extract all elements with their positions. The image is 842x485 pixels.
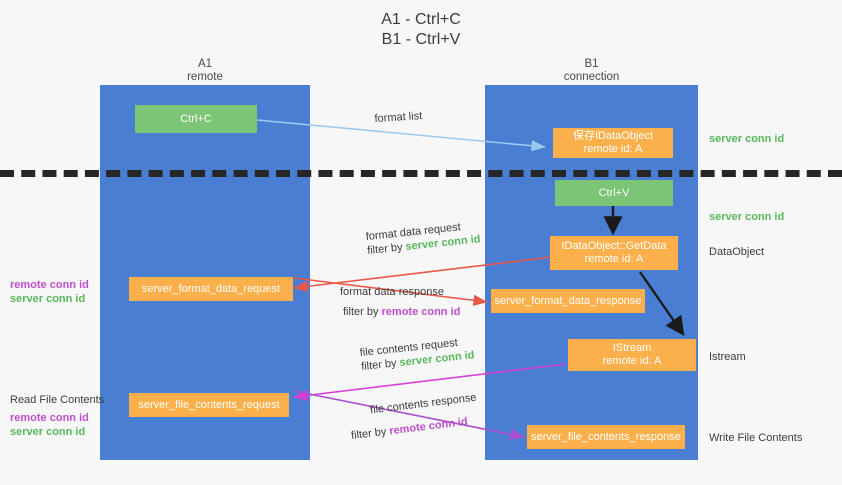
filter-by-text: filter by	[343, 306, 382, 318]
right-label-istream: Istream	[709, 351, 746, 363]
box-istream[interactable]: IStream remote id: A	[568, 339, 696, 371]
box-server-format-data-request[interactable]: server_format_data_request	[129, 277, 293, 301]
box-ctrl-c[interactable]: Ctrl+C	[135, 105, 257, 133]
box-idataobject-getdata-line2: remote id: A	[584, 253, 644, 265]
box-server-file-contents-response[interactable]: server_file_contents_response	[527, 425, 685, 449]
lane-header-a1-sub: remote	[187, 71, 223, 83]
box-ctrl-c-line1: Ctrl+C	[180, 112, 212, 125]
box-server-format-data-request-line1: server_format_data_request	[141, 282, 281, 295]
left-label-group-2: remote conn id server conn id	[10, 411, 89, 439]
phase-divider	[0, 170, 842, 177]
right-label-dataobject: DataObject	[709, 246, 765, 258]
left-label-remote-conn-id-2: remote conn id	[10, 412, 89, 424]
edge-label-format-data-response: format data response filter by remote co…	[340, 285, 460, 319]
lane-header-a1: A1 remote	[100, 58, 310, 84]
edge-label-format-data-response-line1: format data response	[340, 286, 444, 298]
lane-header-b1: B1 connection	[485, 58, 698, 84]
edge-label-file-contents-response-line1: file contents response	[369, 391, 478, 417]
edge-label-file-contents-response-line2: filter by remote conn id	[350, 413, 480, 443]
edge-label-file-contents-request: file contents request filter by server c…	[359, 334, 475, 374]
filter-key-remote-conn-id: remote conn id	[381, 306, 461, 318]
box-server-format-data-response-line1: server_format_data_response	[494, 294, 642, 307]
box-idataobject-getdata[interactable]: IDataObject::GetData remote id: A	[550, 236, 678, 270]
box-server-file-contents-request[interactable]: server_file_contents_request	[129, 393, 289, 417]
title-line-2: B1 - Ctrl+V	[381, 31, 461, 48]
box-idataobject[interactable]: 保存IDataObject remote id: A	[553, 128, 673, 158]
right-label-write-file-contents: Write File Contents	[709, 432, 803, 444]
lane-header-b1-name: B1	[584, 58, 599, 70]
edge-label-format-list: format list	[374, 110, 423, 126]
box-idataobject-getdata-line1: IDataObject::GetData	[561, 240, 667, 252]
box-ctrl-v-line1: Ctrl+V	[598, 186, 630, 199]
box-idataobject-line2: remote id: A	[583, 143, 643, 155]
box-istream-line2: remote id: A	[602, 355, 662, 367]
lane-header-b1-sub: connection	[563, 71, 620, 83]
box-istream-line1: IStream	[612, 342, 652, 354]
left-label-server-conn-id-2: server conn id	[10, 426, 86, 438]
filter-by-text: filter by	[350, 425, 391, 443]
box-idataobject-line1: 保存IDataObject	[572, 130, 654, 142]
left-label-read-file-contents: Read File Contents	[10, 394, 105, 406]
right-label-server-conn-id-2: server conn id	[709, 211, 785, 223]
box-server-file-contents-response-line1: server_file_contents_response	[531, 430, 681, 443]
filter-key-remote-conn-id: remote conn id	[388, 415, 469, 438]
left-label-remote-conn-id-1: remote conn id	[10, 279, 89, 291]
box-server-file-contents-request-line1: server_file_contents_request	[138, 398, 280, 411]
filter-by-text: filter by	[366, 241, 407, 258]
box-server-format-data-response[interactable]: server_format_data_response	[491, 289, 645, 313]
right-label-server-conn-id-1: server conn id	[709, 133, 785, 145]
edge-label-format-data-response-line2: filter by remote conn id	[343, 305, 460, 319]
box-ctrl-v[interactable]: Ctrl+V	[555, 180, 673, 206]
lane-header-a1-name: A1	[197, 58, 213, 70]
title-line-1: A1 - Ctrl+C	[381, 11, 461, 28]
page-title: A1 - Ctrl+C B1 - Ctrl+V	[0, 10, 842, 50]
left-label-server-conn-id-1: server conn id	[10, 293, 86, 305]
filter-by-text: filter by	[360, 357, 401, 374]
edge-label-file-contents-response: file contents response filter by remote …	[347, 391, 480, 443]
left-label-group-1: remote conn id server conn id	[10, 278, 89, 306]
edge-label-format-data-request: format data request filter by server con…	[365, 218, 481, 258]
